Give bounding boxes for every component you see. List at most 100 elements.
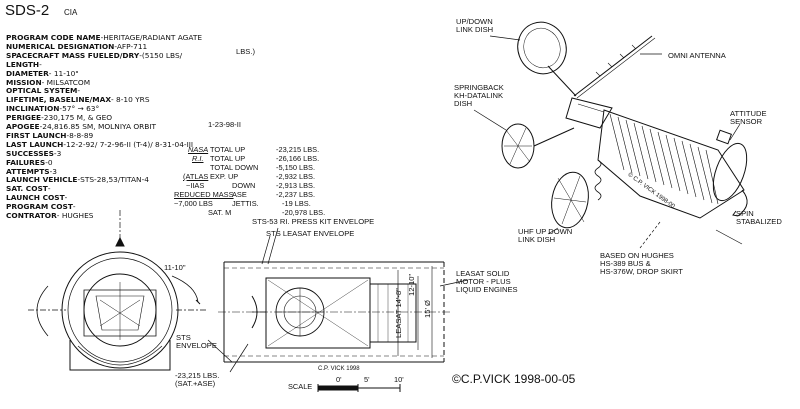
- spec-value: -12-2-92/ 7-2-96-II (T-4)/ 8-31-04-III: [63, 139, 194, 149]
- side-view-bay: [207, 227, 469, 373]
- callout-leaders: [473, 35, 743, 249]
- spec-key: FAILURES: [6, 157, 46, 167]
- spec-key: NUMERICAL DESIGNATION: [6, 41, 115, 51]
- spec-key: PROGRAM CODE NAME: [6, 33, 101, 42]
- spec-value: -24,816.85 SM, MOLNIYA ORBIT: [39, 122, 157, 131]
- mass-ri-value: -26,166 LBS.: [276, 154, 320, 163]
- dimension-leasat: LEASAT 14'-8": [394, 288, 403, 338]
- spec-key: FIRST LAUNCH: [6, 130, 67, 140]
- spec-row: LAUNCH COST-: [6, 193, 67, 202]
- spec-value: -(5150 LBS/: [139, 50, 183, 60]
- spec-value: - 8-10 YRS: [111, 95, 150, 105]
- spec-value: -230,175 M, & GEO: [41, 113, 113, 123]
- page-title: SDS-2: [5, 2, 50, 19]
- spec-row: LENGTH-: [6, 60, 42, 69]
- spec-value: -HERITAGE/RADIANT AGATE: [100, 33, 203, 42]
- scale-tick-0: 0': [336, 375, 342, 384]
- spec-value: -AFP-711: [114, 41, 148, 51]
- spec-row: SUCCESSES-3: [6, 149, 61, 158]
- spec-value: - HUGHES: [56, 211, 94, 220]
- mass-jettis-tag: ~7,000 LBS: [174, 199, 213, 208]
- spec-value: -STS-28,53/TITAN-4: [77, 175, 149, 185]
- spec-row: FIRST LAUNCH-8-8-89: [6, 131, 93, 140]
- mass-ri-label: TOTAL UP: [210, 154, 246, 163]
- spec-key: LAUNCH VEHICLE: [6, 175, 78, 185]
- callout-presskit-envelope: STS-53 RI. PRESS KIT ENVELOPE: [252, 217, 375, 226]
- scale-bar: [317, 384, 401, 392]
- spec-key: APOGEE: [6, 122, 40, 131]
- spec-key: LAST LAUNCH: [6, 139, 64, 149]
- spec-row: ATTEMPTS-3: [6, 167, 57, 176]
- mass-ri-tag: R.I.: [192, 154, 204, 163]
- spec-row: SPACECRAFT MASS FUELED/DRY-(5150 LBS/: [6, 51, 182, 60]
- cpvick-small: C.P. VICK 1998: [318, 366, 360, 372]
- spec-row: LAST LAUNCH-12-2-92/ 7-2-96-II (T-4)/ 8-…: [6, 140, 193, 149]
- spec-value: -: [39, 59, 42, 69]
- mass-jettis-label: JETTIS.: [232, 199, 259, 208]
- spec-key: MISSION: [6, 77, 42, 87]
- spec-value: - MILSATCOM: [41, 77, 91, 87]
- spec-row: CONTRATOR- HUGHES: [6, 211, 93, 220]
- scale-tick-10: 10': [394, 375, 404, 384]
- dimension-angle: 11-10": [164, 263, 186, 272]
- spec-key: INCLINATION: [6, 104, 60, 114]
- mass-reduced-label: ASE: [232, 190, 247, 199]
- mass-down-label: DOWN: [232, 181, 256, 190]
- spec-value: -3: [53, 148, 62, 158]
- mass-reduced-tag: REDUCED MASS: [174, 190, 234, 199]
- spec-value: -: [72, 202, 76, 212]
- spec-row: OPTICAL SYSTEM-: [6, 86, 80, 95]
- spec-value: -8-8-89: [66, 130, 94, 140]
- spec-key: LAUNCH COST: [6, 193, 65, 203]
- satellite-isometric: [501, 21, 748, 229]
- mass-total-down-value: -5,150 LBS.: [276, 163, 316, 172]
- spec-value: - 11-10": [48, 68, 79, 78]
- dimension-15ft: 15' Ø: [423, 300, 432, 318]
- dimension-diameter: 12-10": [407, 273, 416, 296]
- spec-row: FAILURES-0: [6, 158, 53, 167]
- mass-nasa-label: TOTAL UP: [210, 145, 246, 154]
- spec-key: LENGTH: [6, 59, 40, 69]
- mass-down-value: -2,913 LBS.: [276, 181, 316, 190]
- spec-row: APOGEE-24,816.85 SM, MOLNIYA ORBIT: [6, 122, 156, 131]
- spec-key: LIFETIME, BASELINE/MAX: [6, 95, 112, 105]
- scale-tick-5: 5': [364, 375, 370, 384]
- credit-line: ©C.P.VICK 1998-00-05: [452, 372, 576, 386]
- lbs-note: LBS.): [236, 47, 255, 56]
- spec-key: DIAMETER: [6, 68, 49, 78]
- spec-row: DIAMETER- 11-10": [6, 69, 79, 78]
- mass-total-down-label: TOTAL DOWN: [210, 163, 259, 172]
- spec-row: LAUNCH VEHICLE-STS-28,53/TITAN-4: [6, 175, 149, 184]
- spec-key: SAT. COST: [6, 184, 48, 194]
- spec-row: PROGRAM CODE NAME-HERITAGE/RADIANT AGATE: [6, 33, 202, 42]
- callout-leasat-envelope: STS LEASAT ENVELOPE: [266, 229, 355, 238]
- callout-sat-ase: -23,215 LBS.(SAT.+ASE): [175, 371, 220, 388]
- spec-value: -3: [49, 166, 57, 176]
- agency-label: CIA: [64, 8, 78, 17]
- spec-key: SUCCESSES: [6, 148, 54, 158]
- end-view: [28, 210, 206, 371]
- mass-reduced-value: -2,237 LBS.: [276, 190, 316, 199]
- spec-row: PERIGEE-230,175 M, & GEO: [6, 113, 112, 122]
- spec-row: NUMERICAL DESIGNATION-AFP-711: [6, 42, 147, 51]
- mass-nasa-value: -23,215 LBS.: [276, 145, 320, 154]
- spec-key: OPTICAL SYSTEM: [6, 86, 78, 96]
- spec-value: -: [47, 184, 51, 194]
- spec-key: PROGRAM COST: [6, 202, 73, 212]
- mass-jettis-value: -19 LBS.: [282, 199, 311, 208]
- spec-key: ATTEMPTS: [6, 166, 50, 176]
- mass-sat-value: -20,978 LBS.: [282, 208, 326, 217]
- mass-atlas-label: EXP. UP: [210, 172, 239, 181]
- spec-value: -: [77, 86, 81, 96]
- spec-row: MISSION- MILSATCOM: [6, 78, 90, 87]
- spec-key: SPACECRAFT MASS FUELED/DRY: [6, 50, 140, 60]
- spec-value: -: [64, 193, 68, 203]
